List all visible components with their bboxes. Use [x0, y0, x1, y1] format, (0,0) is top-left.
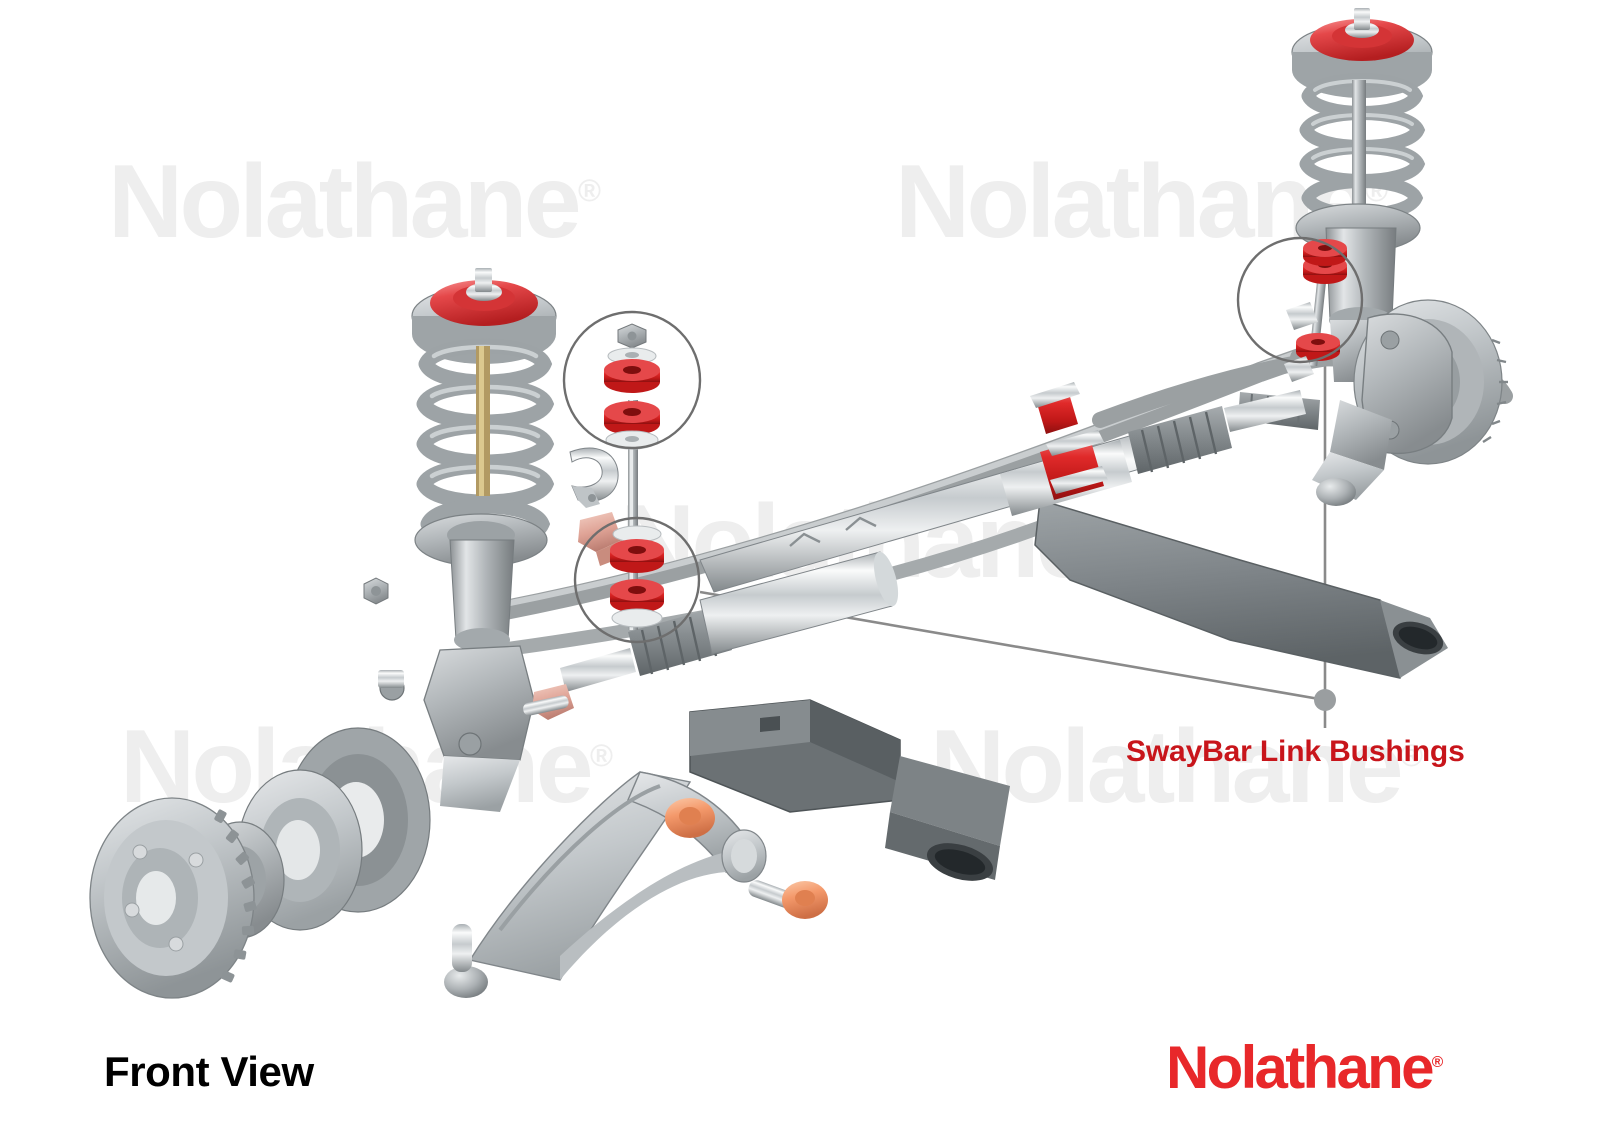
nolathane-logo: Nolathane®	[1166, 1038, 1443, 1098]
swaybar-link-bushing-upper-left-2	[610, 539, 664, 573]
swaybar-mount-clamp	[1030, 382, 1080, 434]
right-lower-control-arm	[1034, 499, 1448, 679]
watermark-nolathane: Nolathane®	[108, 144, 601, 260]
swaybar-link-bushing-lower-left-2	[610, 579, 664, 613]
swaybar-link-bushing-lower-right	[1296, 333, 1340, 361]
left-lower-control-arm	[444, 771, 828, 998]
watermark-nolathane: Nolathane®	[895, 144, 1388, 260]
swaybar-link-bushing-upper-left	[604, 359, 660, 393]
control-arm-bushing-lower	[782, 881, 828, 919]
lower-swaybar-link-detail-circle	[573, 516, 701, 644]
hex-nut-loose	[363, 577, 389, 605]
detail-circles	[562, 236, 1364, 644]
steering-rack	[560, 382, 1306, 692]
bolt-pin	[523, 695, 569, 716]
clamp-bracket	[569, 447, 619, 508]
watermark-nolathane: Nolathane®	[930, 709, 1423, 825]
right-hub-brake-assembly	[1238, 299, 1508, 506]
swaybar-link-bushing-lower-left	[604, 401, 660, 435]
nolathane-logo-text: Nolathane	[1166, 1034, 1434, 1101]
control-arm-bushing-upper	[665, 798, 715, 838]
left-brake-rotor	[89, 797, 257, 999]
callout-leader-dot	[1314, 689, 1336, 711]
sway-bar-link-right-installed	[1284, 239, 1347, 382]
front-crossmember	[689, 699, 1010, 881]
registered-trademark-icon: ®	[1431, 1054, 1444, 1071]
left-swaybar-link-detail-circle	[562, 310, 702, 450]
sway-bar-link-left-exploded	[604, 323, 664, 630]
left-brake-exploded	[89, 727, 431, 999]
right-strut-assembly	[1291, 8, 1433, 382]
left-strut-assembly	[378, 268, 557, 812]
front-view-caption: Front View	[104, 1048, 314, 1095]
swaybar-link-bushings-label: SwayBar Link Bushings	[1126, 735, 1465, 768]
rack-mount-bushing-right	[1040, 430, 1108, 500]
right-swaybar-link-detail-circle	[1236, 236, 1364, 364]
